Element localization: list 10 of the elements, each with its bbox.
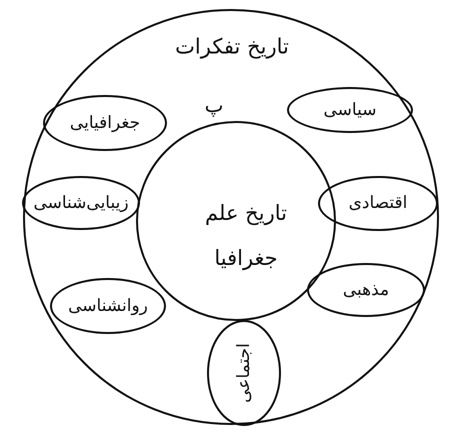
ellipse-node: اجتماعی (207, 320, 281, 426)
letter-label: پ (204, 93, 224, 117)
circle-heading: تاریخ تفکرات (175, 34, 289, 60)
outer-circle (23, 9, 439, 425)
ellipse-node: جغرافیایی (43, 95, 167, 151)
ellipse-node: سیاسی (287, 87, 413, 133)
ellipse-node: زیبایی‌شناسی (22, 176, 140, 230)
ellipse-node: مذهبی (307, 263, 425, 317)
ellipse-node: اقتصادی (318, 176, 438, 230)
ellipse-node: روانشناسی (50, 278, 166, 334)
